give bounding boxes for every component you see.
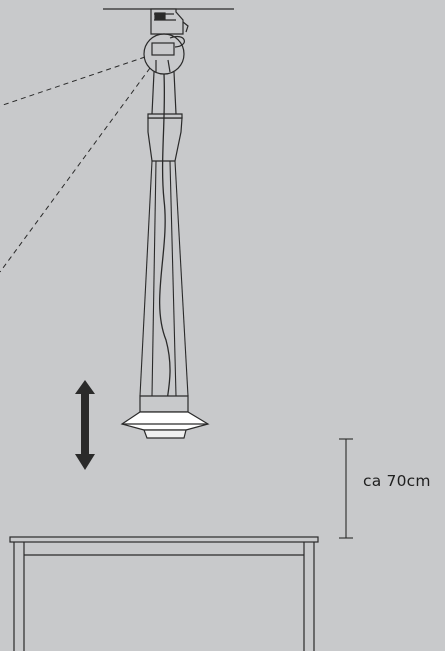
ceiling-canopy [150, 8, 189, 35]
table [9, 536, 319, 651]
drop-height-dimension [339, 438, 353, 539]
table-top [9, 536, 319, 543]
light-head [120, 395, 210, 439]
upper-suspension-tube [151, 71, 177, 115]
upper-shade [147, 113, 183, 162]
detail-projection-lines [0, 56, 151, 273]
double-headed-vertical-arrow-icon [75, 380, 95, 470]
drop-height-label: ca 70cm [363, 472, 431, 490]
lamp-body-cone [139, 160, 189, 397]
suspension-clamp [151, 36, 185, 73]
power-cable [158, 73, 171, 409]
